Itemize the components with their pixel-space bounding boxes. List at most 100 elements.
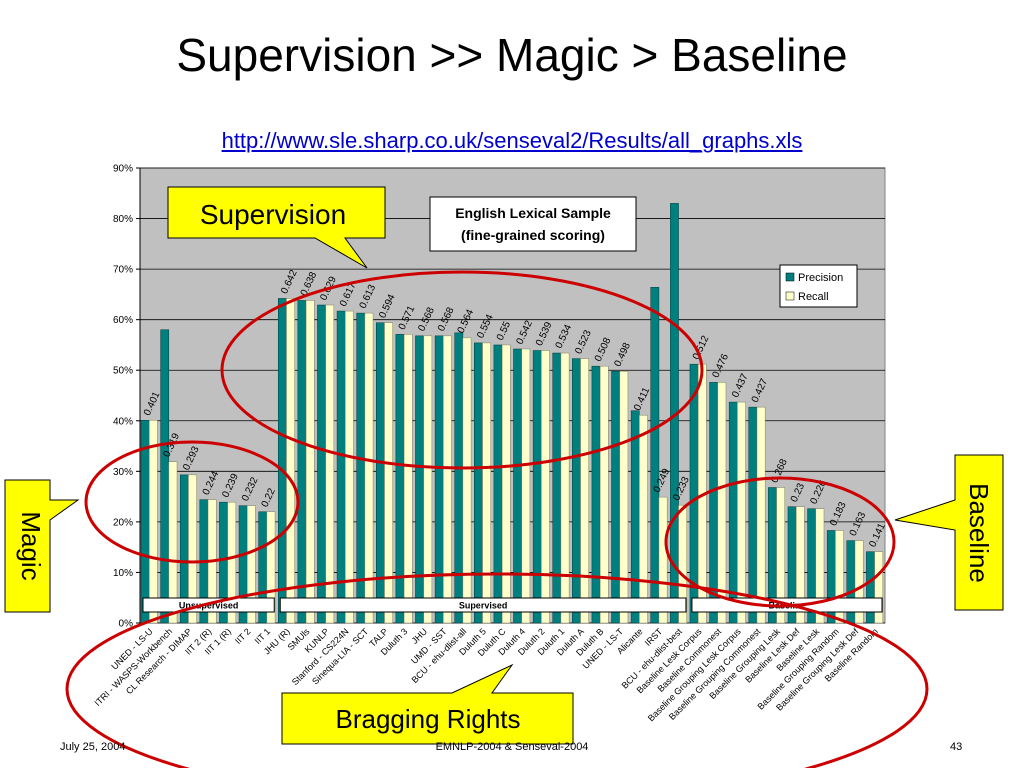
- bar-recall: [717, 382, 727, 624]
- y-tick-label: 30%: [113, 467, 133, 478]
- slide-title: Supervision >> Magic > Baseline: [176, 29, 848, 81]
- magic-callout: [4, 479, 80, 613]
- y-tick-label: 70%: [113, 265, 133, 276]
- bar-recall: [737, 401, 746, 624]
- bar-recall: [462, 337, 472, 624]
- group-label-box: [279, 597, 687, 613]
- bar-recall: [541, 350, 550, 624]
- bar-recall: [560, 352, 570, 624]
- bar-precision: [336, 310, 346, 624]
- bar-recall: [521, 348, 531, 624]
- source-link[interactable]: http://www.sle.sharp.co.uk/senseval2/Res…: [221, 128, 803, 153]
- bragging-rights-callout: [281, 663, 574, 745]
- bar-recall: [443, 335, 452, 624]
- bar-recall: [501, 344, 511, 624]
- bar-precision: [474, 342, 483, 624]
- y-tick-label: 60%: [113, 315, 133, 326]
- y-tick-label: 50%: [113, 366, 133, 377]
- bar-recall: [286, 298, 295, 624]
- x-tick-label: IIT 2: [233, 626, 253, 646]
- y-tick-label: 0%: [119, 619, 134, 630]
- legend-swatch-precision: [785, 272, 795, 282]
- bar-precision: [748, 406, 758, 624]
- bar-precision: [709, 382, 719, 624]
- chart-title-box: [429, 196, 637, 252]
- bar-recall: [678, 504, 687, 624]
- bar-recall: [423, 335, 433, 624]
- bar-recall: [364, 312, 374, 624]
- y-tick-label: 10%: [113, 568, 133, 579]
- bar-recall: [776, 487, 786, 624]
- supervision-callout-text: Supervision: [200, 199, 346, 230]
- y-tick-label: 20%: [113, 517, 133, 528]
- bar-precision: [532, 350, 542, 624]
- x-tick-label: ITRI - WASPS-Workbench: [93, 626, 175, 708]
- bar-precision: [591, 365, 601, 624]
- bar-precision: [493, 344, 503, 624]
- bar-precision: [297, 300, 307, 624]
- page-number: 43: [950, 741, 963, 753]
- bar-precision: [630, 410, 640, 624]
- bar-recall: [795, 506, 805, 624]
- bar-recall: [188, 474, 197, 624]
- bar-recall: [619, 370, 629, 624]
- bragging-rights-callout-text: Bragging Rights: [336, 704, 521, 734]
- bar-recall: [325, 304, 335, 624]
- bar-precision: [650, 287, 660, 624]
- y-tick-label: 40%: [113, 416, 133, 427]
- y-tick-label: 80%: [113, 214, 133, 225]
- magic-callout-text: Magic: [16, 511, 46, 580]
- bar-recall: [266, 511, 276, 624]
- bar-recall: [835, 530, 844, 624]
- bar-recall: [639, 414, 648, 624]
- bar-precision: [140, 420, 150, 624]
- y-tick-label: 90%: [113, 164, 133, 175]
- bar-recall: [482, 342, 491, 624]
- bar-precision: [277, 298, 287, 624]
- legend-label-precision: Precision: [798, 272, 843, 284]
- bar-recall: [227, 501, 237, 624]
- bar-recall: [815, 508, 825, 624]
- chart-title-line-1: English Lexical Sample: [455, 205, 611, 221]
- bar-precision: [454, 332, 464, 624]
- bar-recall: [246, 505, 256, 624]
- bar-precision: [513, 348, 522, 624]
- bar-recall: [403, 334, 413, 624]
- bar-recall: [599, 365, 609, 624]
- bar-recall: [580, 358, 589, 624]
- baseline-highlight-ellipse: [664, 476, 896, 608]
- legend-swatch-recall: [785, 291, 795, 301]
- bar-recall: [384, 322, 393, 624]
- bar-recall: [305, 300, 315, 624]
- chart-title-line-2: (fine-grained scoring): [461, 227, 605, 243]
- bar-precision: [356, 312, 366, 624]
- bar-recall: [874, 551, 884, 624]
- footer-center: EMNLP-2004 & Senseval-2004: [435, 741, 589, 753]
- bar-precision: [611, 370, 620, 624]
- bar-recall: [756, 406, 766, 624]
- group-label: Supervised: [459, 601, 508, 611]
- bar-precision: [434, 335, 444, 624]
- bar-recall: [854, 540, 864, 624]
- legend-label-recall: Recall: [798, 291, 829, 303]
- bragging-rights-ellipse: [65, 572, 929, 768]
- bar-precision: [572, 358, 581, 624]
- magic-highlight-ellipse: [84, 440, 300, 564]
- bar-precision: [415, 335, 424, 624]
- bar-recall: [658, 496, 668, 624]
- group-label: Unsupervised: [179, 601, 239, 611]
- bar-recall: [168, 461, 178, 624]
- bar-precision: [160, 329, 170, 624]
- bar-precision: [317, 304, 326, 624]
- bar-precision: [728, 401, 738, 624]
- bar-recall: [148, 420, 158, 624]
- bar-precision: [395, 334, 405, 624]
- footer-date: July 25, 2004: [60, 741, 126, 753]
- supervision-callout: [167, 186, 386, 269]
- baseline-callout: [894, 454, 1004, 611]
- bar-recall: [345, 310, 354, 624]
- bar-precision: [552, 352, 562, 624]
- supervised-highlight-ellipse: [220, 270, 704, 470]
- baseline-callout-text: Baseline: [964, 483, 994, 583]
